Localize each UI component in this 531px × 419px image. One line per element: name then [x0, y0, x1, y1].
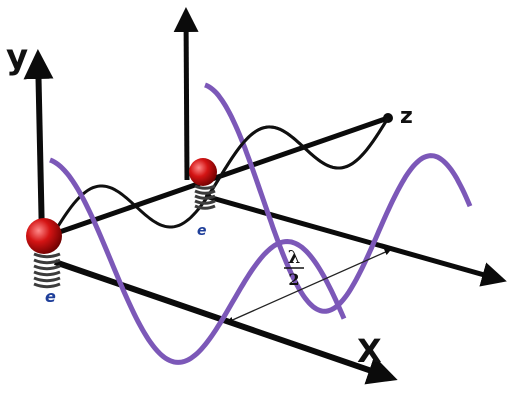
- field-wave-black-front: [203, 118, 388, 203]
- x-axis-back: [205, 196, 502, 280]
- wavelength-label: λ 2: [284, 247, 304, 289]
- y-axis-back: [186, 12, 187, 180]
- x-axis-label: X: [357, 332, 382, 370]
- charge-label-back: e: [197, 223, 207, 239]
- z-axis-label: z: [400, 104, 413, 129]
- oscillating-charge-front: e: [26, 218, 62, 306]
- spring-icon: [34, 254, 60, 287]
- charge-ball: [26, 218, 62, 254]
- z-axis: [48, 118, 388, 236]
- wavelength-dimension-line: [228, 250, 390, 322]
- charge-ball: [189, 158, 217, 186]
- y-axis-label: y: [6, 37, 28, 77]
- charge-label-front: e: [45, 287, 56, 306]
- y-axis-left: [38, 55, 42, 238]
- wavelength-lambda: λ: [288, 247, 301, 268]
- wavelength-denominator: 2: [288, 270, 299, 289]
